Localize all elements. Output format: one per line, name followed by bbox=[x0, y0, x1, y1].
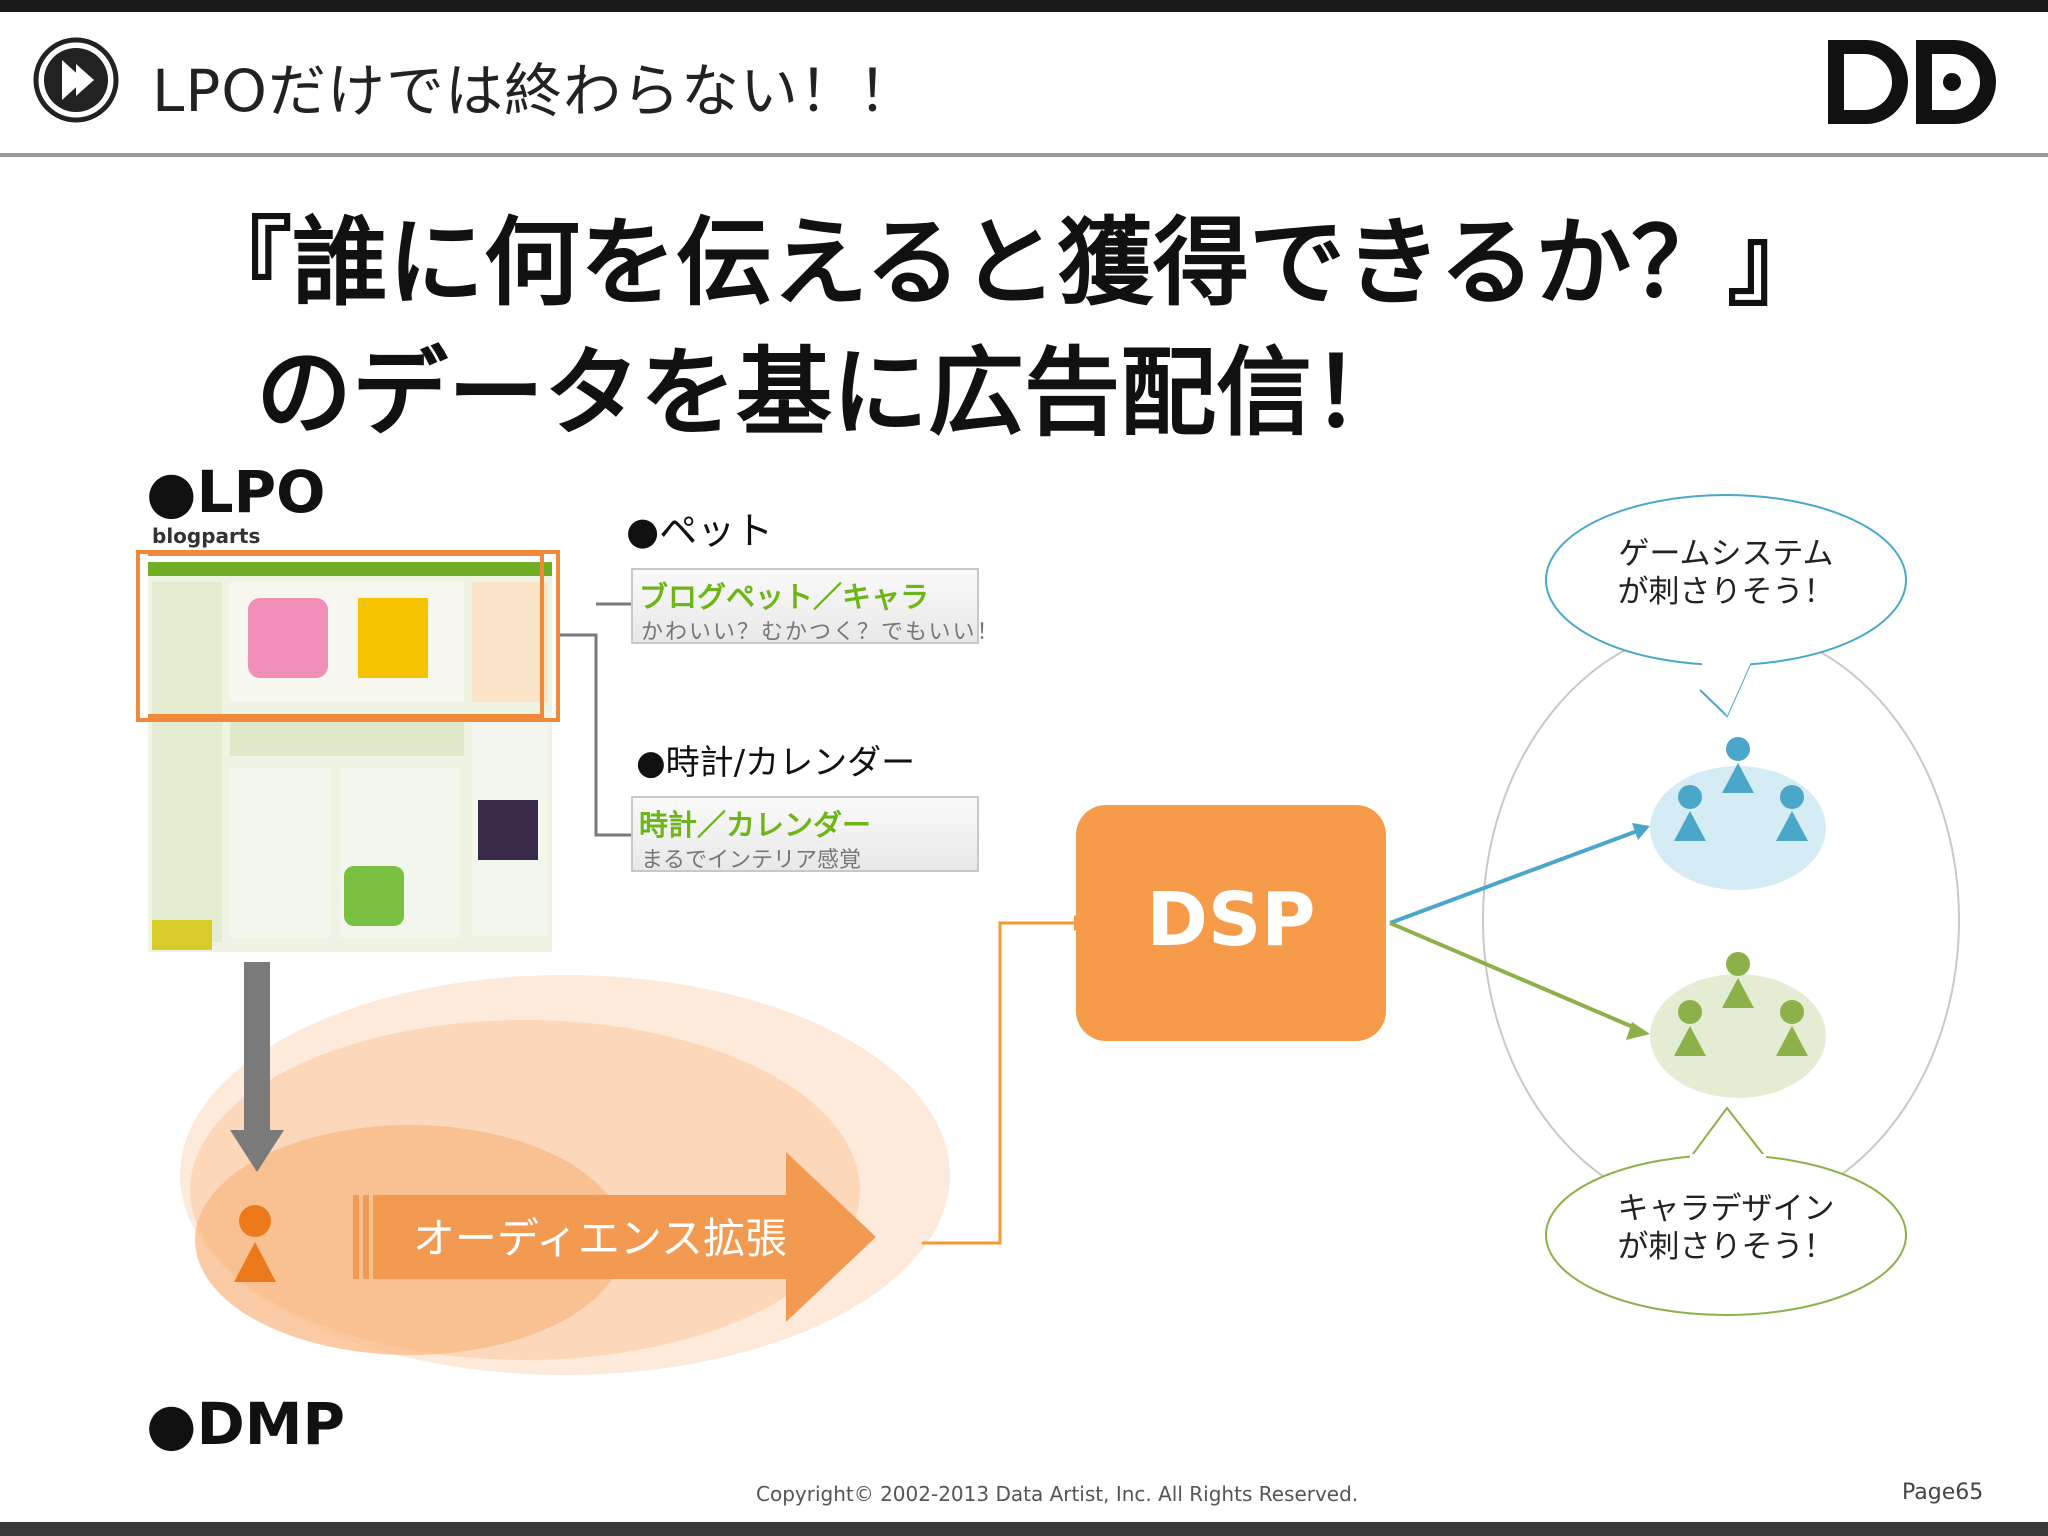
play-icon[interactable] bbox=[32, 36, 120, 124]
segment-blue-bubble-line1: ゲームシステム bbox=[1618, 536, 1834, 572]
category-clock-card-title: 時計／カレンダー bbox=[639, 808, 872, 842]
category-pet-card-subtitle: かわいい？むかつく？でもいい！ bbox=[641, 620, 1001, 645]
category-pet-card-title: ブログペット／キャラ bbox=[639, 580, 930, 614]
thumbnail-logo-text: blogparts bbox=[152, 524, 261, 548]
main-title-line1: 『誰に何を伝えると獲得できるか？』 bbox=[196, 207, 1824, 319]
dsp-label: DSP bbox=[1146, 877, 1316, 963]
dsp-box[interactable]: DSP bbox=[1076, 805, 1386, 1041]
category-clock-card-subtitle: まるでインテリア感覚 bbox=[641, 848, 862, 873]
slide-header-title: LPOだけでは終わらない！！ bbox=[152, 57, 917, 125]
bottom-bar bbox=[0, 1522, 2048, 1536]
header-divider bbox=[0, 153, 2048, 157]
company-logo bbox=[1826, 38, 1996, 128]
lpo-label: ●LPO bbox=[146, 458, 326, 526]
segment-blue-bubble-line2: が刺さりそう！ bbox=[1617, 574, 1835, 610]
category-clock-card[interactable]: 時計／カレンダー まるでインテリア感覚 bbox=[631, 796, 979, 873]
page-number: Page65 bbox=[1902, 1480, 1984, 1505]
user-group-blue-icon bbox=[1674, 737, 1808, 841]
category-clock-label: ●時計/カレンダー bbox=[636, 743, 916, 783]
top-bar bbox=[0, 0, 2048, 12]
audience-expansion-label: オーディエンス拡張 bbox=[412, 1214, 788, 1263]
main-title-line2: のデータを基に広告配信！ bbox=[256, 337, 1408, 449]
category-pet-card[interactable]: ブログペット／キャラ かわいい？むかつく？でもいい！ bbox=[631, 568, 999, 645]
segment-green-bubble: キャラデザイン が刺さりそう！ bbox=[1566, 1190, 1886, 1266]
main-title: 『誰に何を伝えると獲得できるか？』 のデータを基に広告配信！ bbox=[196, 198, 1823, 458]
user-group-green-icon bbox=[1674, 952, 1808, 1056]
copyright-text: Copyright© 2002-2013 Data Artist, Inc. A… bbox=[756, 1482, 1359, 1506]
segment-blue-bubble: ゲームシステム が刺さりそう！ bbox=[1566, 535, 1886, 611]
segment-green-bubble-line2: が刺さりそう！ bbox=[1617, 1229, 1835, 1265]
category-pet-label: ●ペット bbox=[626, 509, 774, 553]
lpo-website-thumbnail[interactable]: blogparts bbox=[148, 520, 552, 952]
segment-green-bubble-line1: キャラデザイン bbox=[1617, 1191, 1835, 1227]
dmp-label: ●DMP bbox=[146, 1390, 345, 1458]
lpo-highlight-frame bbox=[136, 550, 560, 722]
